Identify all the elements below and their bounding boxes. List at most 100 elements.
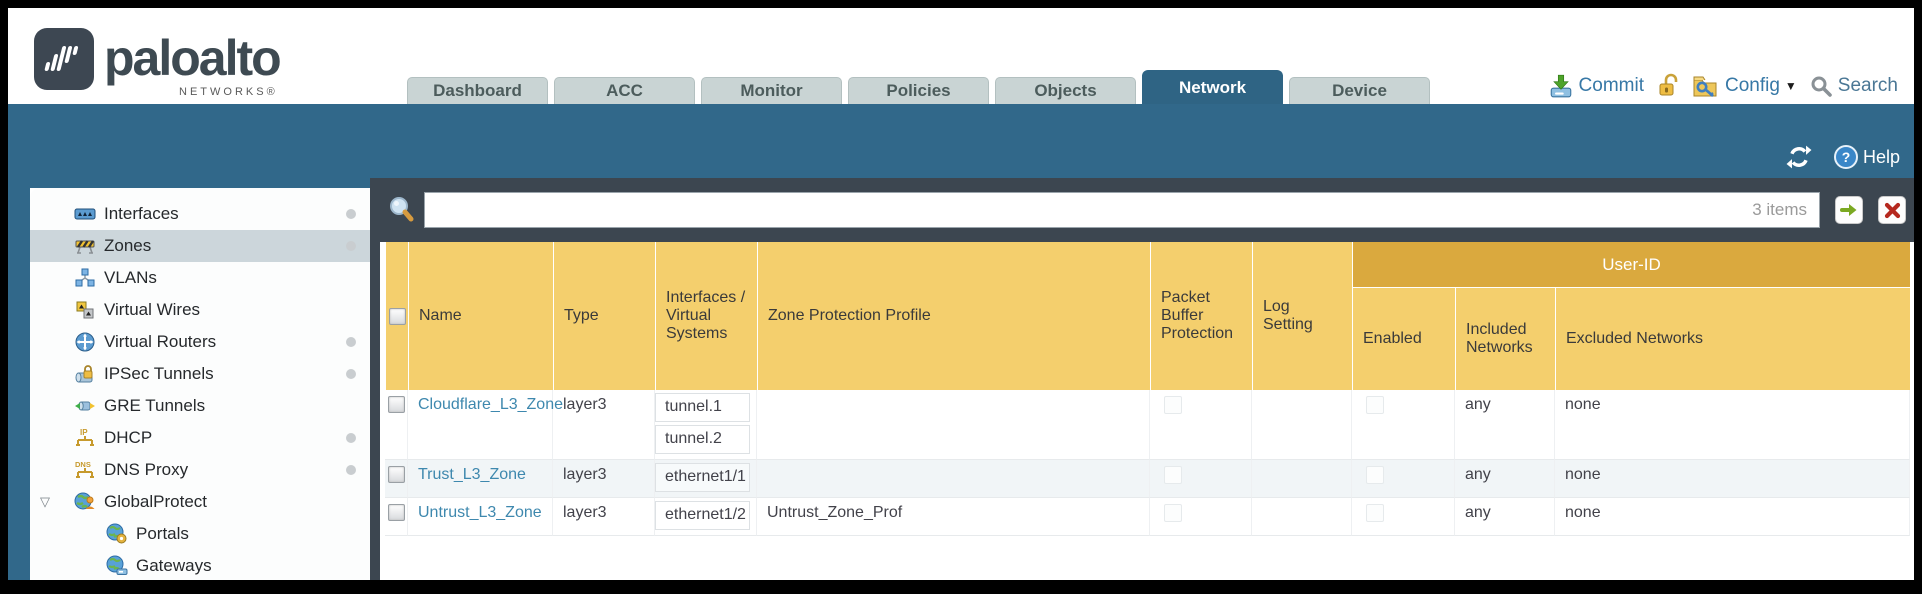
green-arrow-icon [1840, 204, 1857, 216]
col-header-zone-protection-profile[interactable]: Zone Protection Profile [757, 242, 1150, 390]
svg-text:DNS: DNS [75, 460, 91, 469]
clear-filter-button[interactable] [1878, 196, 1906, 224]
enabled-checkbox [1366, 396, 1384, 414]
col-header-excluded-networks[interactable]: Excluded Networks [1555, 288, 1911, 390]
sidebar-item-label: VLANs [104, 268, 157, 287]
commit-button[interactable]: Commit [1548, 73, 1644, 99]
user-id-enabled-cell [1352, 390, 1455, 460]
interface-entry: tunnel.2 [655, 425, 750, 454]
refresh-button[interactable] [1785, 144, 1813, 170]
col-header-type[interactable]: Type [553, 242, 655, 390]
apply-filter-button[interactable] [1835, 196, 1863, 224]
help-button[interactable]: ? Help [1833, 144, 1900, 170]
interfaces-icon [74, 203, 96, 225]
search-icon [1809, 74, 1833, 98]
sidebar-item-gre-tunnels[interactable]: GRE Tunnels [30, 390, 370, 422]
sidebar-item-label: IPSec Tunnels [104, 364, 214, 383]
packet-buffer-checkbox [1164, 504, 1182, 522]
config-menu-button[interactable]: Config ▼ [1692, 73, 1797, 99]
select-all-checkbox[interactable] [389, 307, 406, 325]
unlock-icon [1656, 73, 1680, 99]
zone-name-link[interactable]: Cloudflare_L3_Zone [418, 396, 563, 413]
user-id-enabled-cell [1352, 498, 1455, 536]
col-header-log-setting[interactable]: Log Setting [1252, 242, 1352, 390]
sidebar-item-vlans[interactable]: VLANs [30, 262, 370, 294]
expand-triangle-icon[interactable]: ▽ [40, 494, 50, 509]
sidebar-item-gateways[interactable]: Gateways [30, 550, 370, 580]
sidebar-item-label: Virtual Wires [104, 300, 201, 319]
lock-button[interactable] [1656, 73, 1680, 99]
vlans-icon [74, 267, 96, 289]
tab-device[interactable]: Device [1289, 77, 1430, 104]
virtual-routers-icon [74, 331, 96, 353]
row-checkbox[interactable] [388, 396, 405, 413]
zone-name-link[interactable]: Untrust_L3_Zone [418, 504, 542, 521]
svg-text:?: ? [1842, 149, 1851, 165]
enabled-checkbox [1366, 504, 1384, 522]
col-header-interfaces-virtual-systems[interactable]: Interfaces / Virtual Systems [655, 242, 757, 390]
log-setting-cell [1252, 390, 1352, 460]
tab-policies[interactable]: Policies [848, 77, 989, 104]
excluded-networks-cell: none [1555, 390, 1911, 460]
sidebar-item-dhcp[interactable]: IP DHCP [30, 422, 370, 454]
sidebar-item-interfaces[interactable]: Interfaces [30, 198, 370, 230]
sidebar-item-label: Gateways [136, 556, 212, 575]
filter-search-icon [386, 194, 418, 226]
zone-name-link[interactable]: Trust_L3_Zone [418, 466, 526, 483]
packet-buffer-checkbox [1164, 396, 1182, 414]
status-dot [346, 433, 356, 443]
row-checkbox[interactable] [388, 466, 405, 483]
tab-acc[interactable]: ACC [554, 77, 695, 104]
sidebar-item-label: Virtual Routers [104, 332, 217, 351]
sidebar-item-virtual-routers[interactable]: Virtual Routers [30, 326, 370, 358]
status-dot [346, 465, 356, 475]
col-header-included-networks[interactable]: Included Networks [1455, 288, 1555, 390]
paloalto-logo-icon [34, 28, 94, 90]
sidebar-item-label: Interfaces [104, 204, 179, 223]
red-x-icon [1884, 202, 1900, 218]
select-all-header [385, 242, 408, 390]
tab-objects[interactable]: Objects [995, 77, 1136, 104]
sidebar-item-virtual-wires[interactable]: Virtual Wires [30, 294, 370, 326]
sidebar-item-label: DHCP [104, 428, 153, 447]
sidebar-item-ipsec-tunnels[interactable]: IPSec Tunnels [30, 358, 370, 390]
col-group-header-user-id: User-ID [1352, 242, 1911, 288]
brand-name: paloalto [104, 30, 282, 86]
sidebar-item-globalprotect[interactable]: ▽GlobalProtect [30, 486, 370, 518]
search-button[interactable]: Search [1809, 74, 1898, 98]
sidebar-item-zones[interactable]: Zones [30, 230, 370, 262]
col-header-enabled[interactable]: Enabled [1352, 288, 1455, 390]
left-gutter [8, 104, 30, 580]
tab-dashboard[interactable]: Dashboard [407, 77, 548, 104]
log-setting-cell [1252, 460, 1352, 498]
tab-monitor[interactable]: Monitor [701, 77, 842, 104]
config-icon [1692, 73, 1720, 99]
zone-protection-profile-cell: Untrust_Zone_Prof [757, 498, 1150, 536]
header-actions: Commit [1536, 73, 1898, 99]
zone-protection-profile-cell [757, 460, 1150, 498]
brand-logo: paloalto NETWORKS® [34, 28, 282, 98]
sidebar-item-portals[interactable]: Portals [30, 518, 370, 550]
interfaces-cell: tunnel.1 tunnel.2 [655, 390, 757, 460]
row-checkbox[interactable] [388, 504, 405, 521]
interface-entry: tunnel.1 [655, 393, 750, 422]
zone-type-cell: layer3 [553, 498, 655, 536]
help-icon: ? [1833, 144, 1859, 170]
col-header-name[interactable]: Name [408, 242, 553, 390]
empty-area [380, 536, 1914, 580]
col-header-packet-buffer-protection[interactable]: Packet Buffer Protection [1150, 242, 1252, 390]
tab-network[interactable]: Network [1142, 70, 1283, 104]
zone-type-cell: layer3 [553, 390, 655, 460]
filter-input[interactable] [437, 201, 1753, 219]
enabled-checkbox [1366, 466, 1384, 484]
chevron-down-icon: ▼ [1784, 79, 1797, 93]
svg-text:IP: IP [80, 428, 88, 437]
filter-input-wrap: 3 items [424, 192, 1820, 228]
portals-icon [106, 523, 128, 545]
